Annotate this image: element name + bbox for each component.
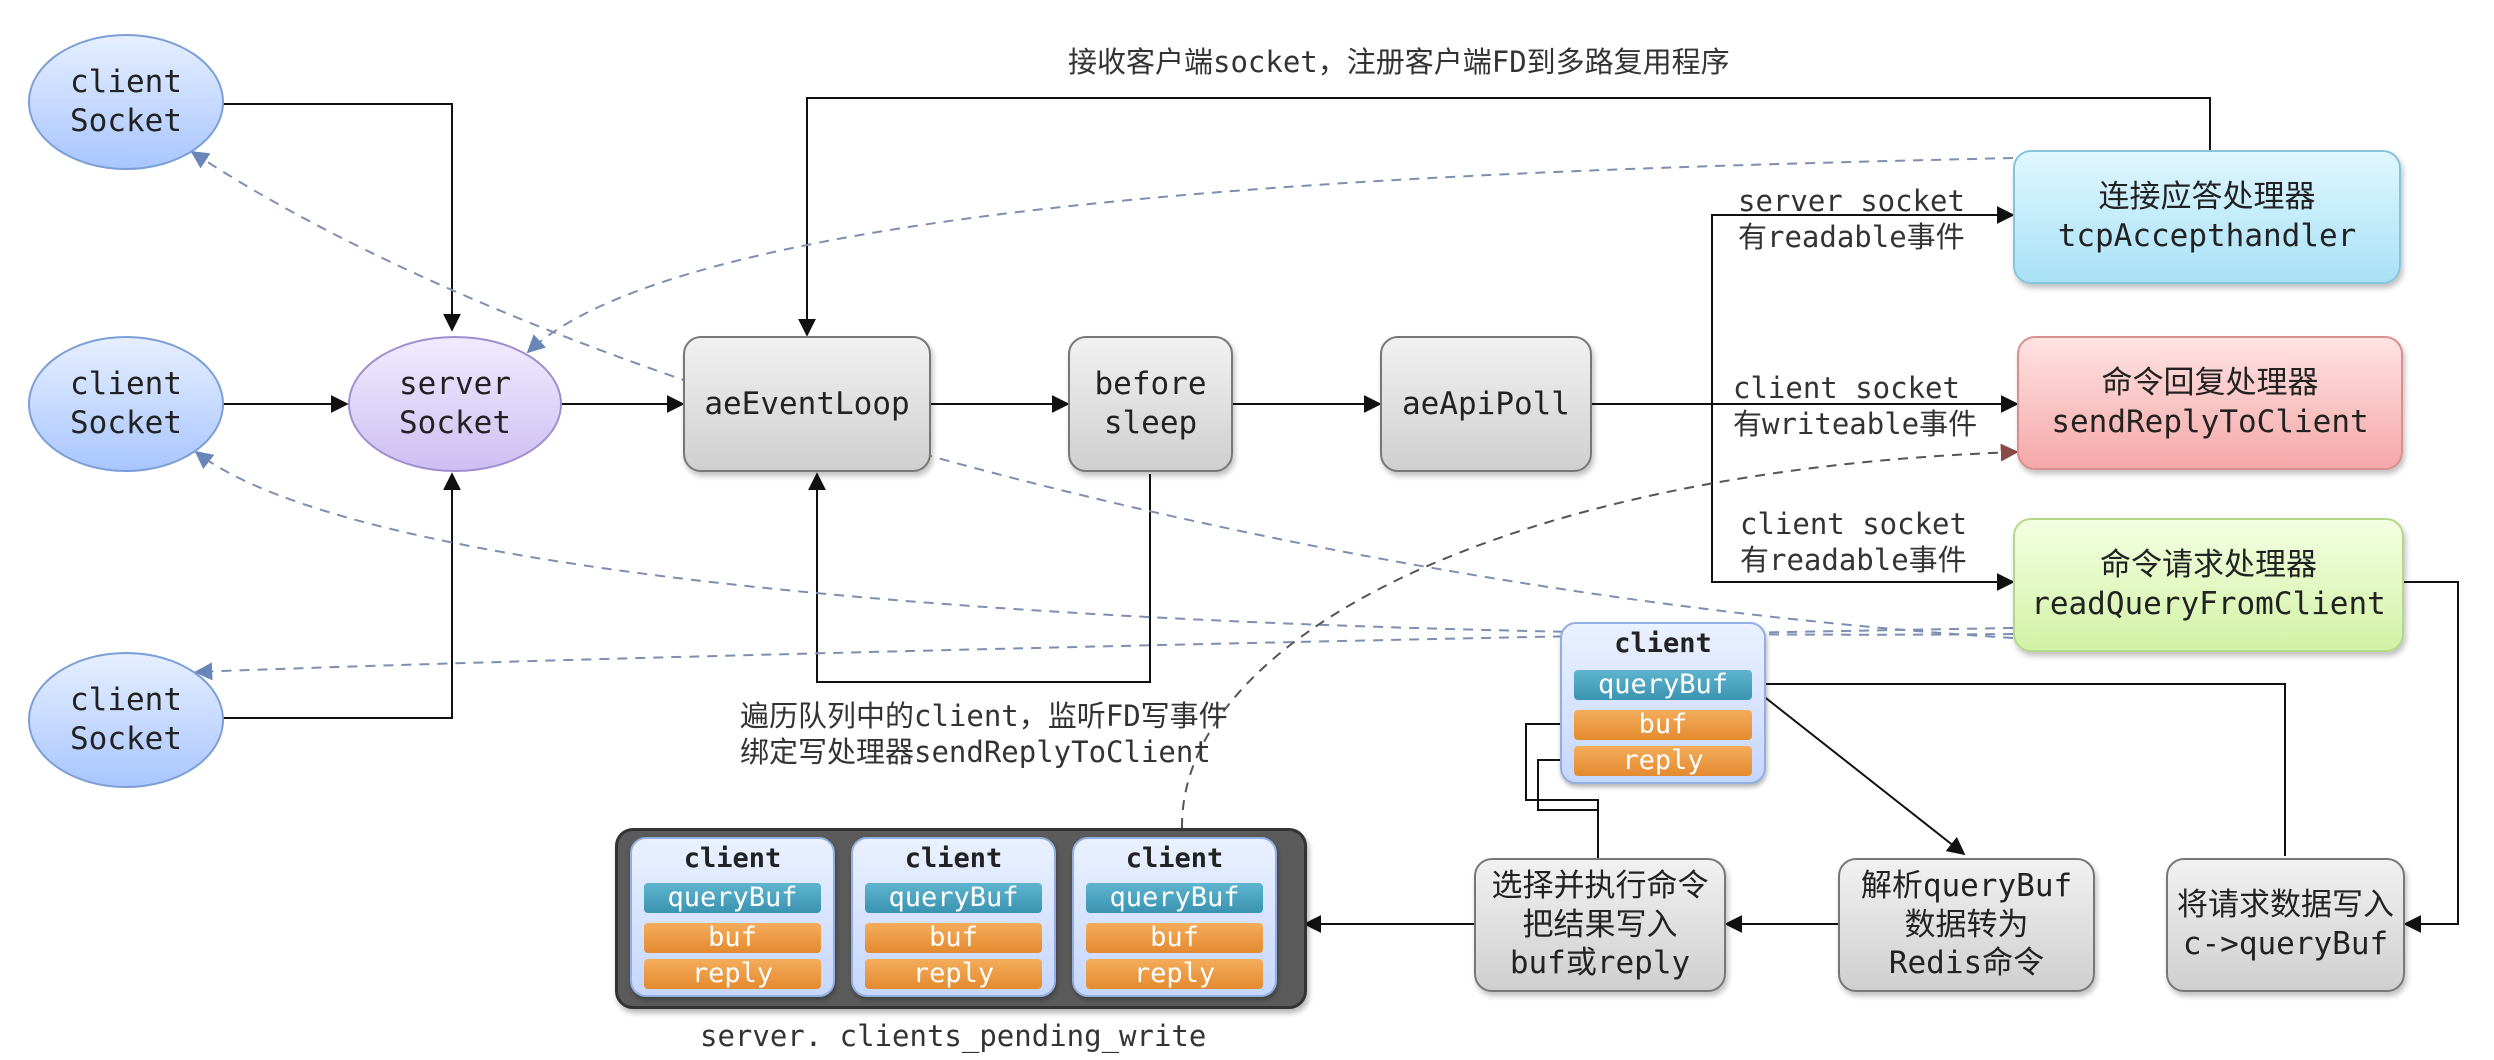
dashed-accept-to-server xyxy=(526,157,2014,354)
arrow-poll-to-request xyxy=(1711,404,2015,591)
reply-handler: 命令回复处理器 sendReplyToClient xyxy=(2017,336,2403,470)
client-socket-1: client Socket xyxy=(28,34,224,170)
label-client-readable: client socket 有readable事件 xyxy=(1740,507,1967,578)
pending-client-1: client queryBuf buf reply xyxy=(630,837,835,997)
arrow-poll-to-accept xyxy=(1592,206,2015,405)
arrow-client1-to-server xyxy=(222,103,461,332)
ae-api-poll: aeApiPoll xyxy=(1380,336,1592,472)
pending-client-reply: reply xyxy=(1086,959,1263,989)
arrow-accept-to-loop xyxy=(798,97,2211,337)
before-sleep: before sleep xyxy=(1068,336,1233,472)
pending-client-2: client queryBuf buf reply xyxy=(851,837,1056,997)
request-handler: 命令请求处理器 readQueryFromClient xyxy=(2013,518,2404,652)
pending-client-buf: buf xyxy=(865,923,1042,953)
pending-client-querybuf: queryBuf xyxy=(865,883,1042,913)
client-struct-querybuf: queryBuf xyxy=(1574,670,1752,700)
pending-client-title: client xyxy=(904,843,1003,874)
client-struct: client queryBuf buf reply xyxy=(1560,622,1766,784)
write-querybuf-box: 将请求数据写入 c->queryBuf xyxy=(2166,858,2405,992)
arrow-write-to-querybuf xyxy=(1746,675,2286,856)
arrow-execute-to-buf xyxy=(1525,715,1599,860)
dashed-request-to-client2 xyxy=(194,450,2014,636)
client-struct-reply: reply xyxy=(1574,746,1752,776)
parse-querybuf-box: 解析queryBuf 数据转为 Redis命令 xyxy=(1838,858,2095,992)
execute-command-box: 选择并执行命令 把结果写入 buf或reply xyxy=(1474,858,1726,992)
client-socket-3: client Socket xyxy=(28,652,224,788)
pending-client-querybuf: queryBuf xyxy=(644,883,821,913)
arrow-beforesleep-back-loop xyxy=(808,472,1151,683)
pending-client-querybuf: queryBuf xyxy=(1086,883,1263,913)
pending-client-3: client queryBuf buf reply xyxy=(1072,837,1277,997)
client-socket-2: client Socket xyxy=(28,336,224,472)
client-struct-title: client xyxy=(1614,628,1712,659)
accept-handler: 连接应答处理器 tcpAccepthandler xyxy=(2013,150,2401,284)
label-client-writeable: client socket 有writeable事件 xyxy=(1733,371,1978,442)
pending-client-title: client xyxy=(683,843,782,874)
pending-client-buf: buf xyxy=(644,923,821,953)
arrow-execute-to-reply xyxy=(1537,751,1598,811)
label-pending-write: server. clients_pending_write xyxy=(700,1019,1207,1053)
client-struct-buf: buf xyxy=(1574,710,1752,740)
pending-client-reply: reply xyxy=(644,959,821,989)
pending-client-title: client xyxy=(1125,843,1224,874)
label-server-readable: server socket 有readable事件 xyxy=(1738,184,1965,255)
pending-client-reply: reply xyxy=(865,959,1042,989)
server-socket: server Socket xyxy=(348,336,562,472)
dashed-accept-to-client1 xyxy=(190,151,2014,639)
arrow-querybuf-to-parse xyxy=(1747,683,1966,856)
clients-pending-write-queue: client queryBuf buf reply client queryBu… xyxy=(615,828,1307,1009)
pending-client-buf: buf xyxy=(1086,923,1263,953)
ae-event-loop: aeEventLoop xyxy=(683,336,931,472)
label-accept-register: 接收客户端socket，注册客户端FD到多路复用程序 xyxy=(1068,45,1730,79)
arrow-client3-to-server xyxy=(222,472,461,719)
label-traverse-queue: 遍历队列中的client，监听FD写事件 绑定写处理器sendReplyToCl… xyxy=(740,699,1228,770)
arrow-request-to-write xyxy=(2403,581,2459,933)
